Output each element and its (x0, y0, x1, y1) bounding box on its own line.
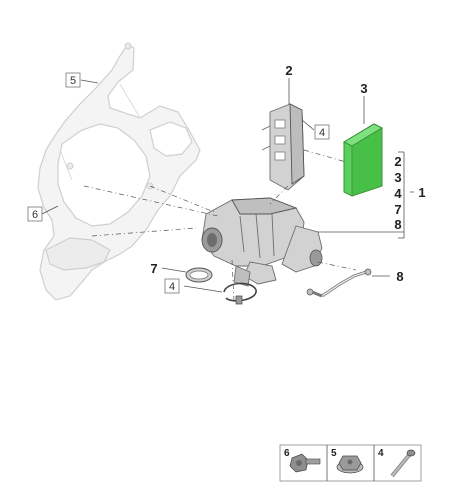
hardware-cell-bolt-washer: 6 (284, 448, 321, 473)
callout-box-frame-left (27, 206, 43, 222)
callout-labels: 5 2 4 3 6 2 3 4 7 8 1 7 4 8 (27, 63, 426, 294)
callout-assembly: 1 (418, 185, 425, 200)
group-item-2: 2 (394, 154, 401, 169)
group-item-4: 4 (394, 186, 402, 201)
hardware-label-5: 5 (331, 448, 337, 459)
assembly-lines (83, 149, 357, 301)
group-item-7: 7 (394, 202, 401, 217)
callout-hose: 8 (396, 269, 403, 284)
air-filter-bracket (261, 103, 305, 191)
callout-bracket-screw: 4 (319, 127, 325, 139)
breather-hose (306, 268, 372, 298)
callout-box-bracket-screw (314, 124, 330, 140)
hose-clamp (223, 282, 257, 305)
callout-seal-ring: 7 (150, 261, 157, 276)
hardware-table: 6 5 4 (279, 444, 422, 482)
callout-clamp-screw: 4 (169, 281, 175, 293)
callout-frame-left: 6 (32, 209, 38, 221)
group-item-8: 8 (394, 217, 401, 232)
hardware-cell-screw: 4 (378, 448, 416, 478)
hardware-label-4: 4 (378, 448, 384, 459)
callout-bracket: 2 (285, 63, 292, 78)
hardware-label-6: 6 (284, 448, 290, 459)
leader-lines (41, 78, 414, 293)
callout-filter: 3 (360, 81, 367, 96)
hardware-cell-nut: 5 (331, 448, 364, 474)
air-filter-element (342, 123, 384, 197)
front-frame (37, 42, 201, 301)
callout-frame: 5 (70, 75, 76, 87)
air-filter-housing (201, 197, 323, 287)
seal-ring (185, 267, 213, 283)
callout-box-frame (65, 72, 81, 88)
group-item-3: 3 (394, 170, 401, 185)
callout-box-clamp-screw (164, 278, 180, 294)
